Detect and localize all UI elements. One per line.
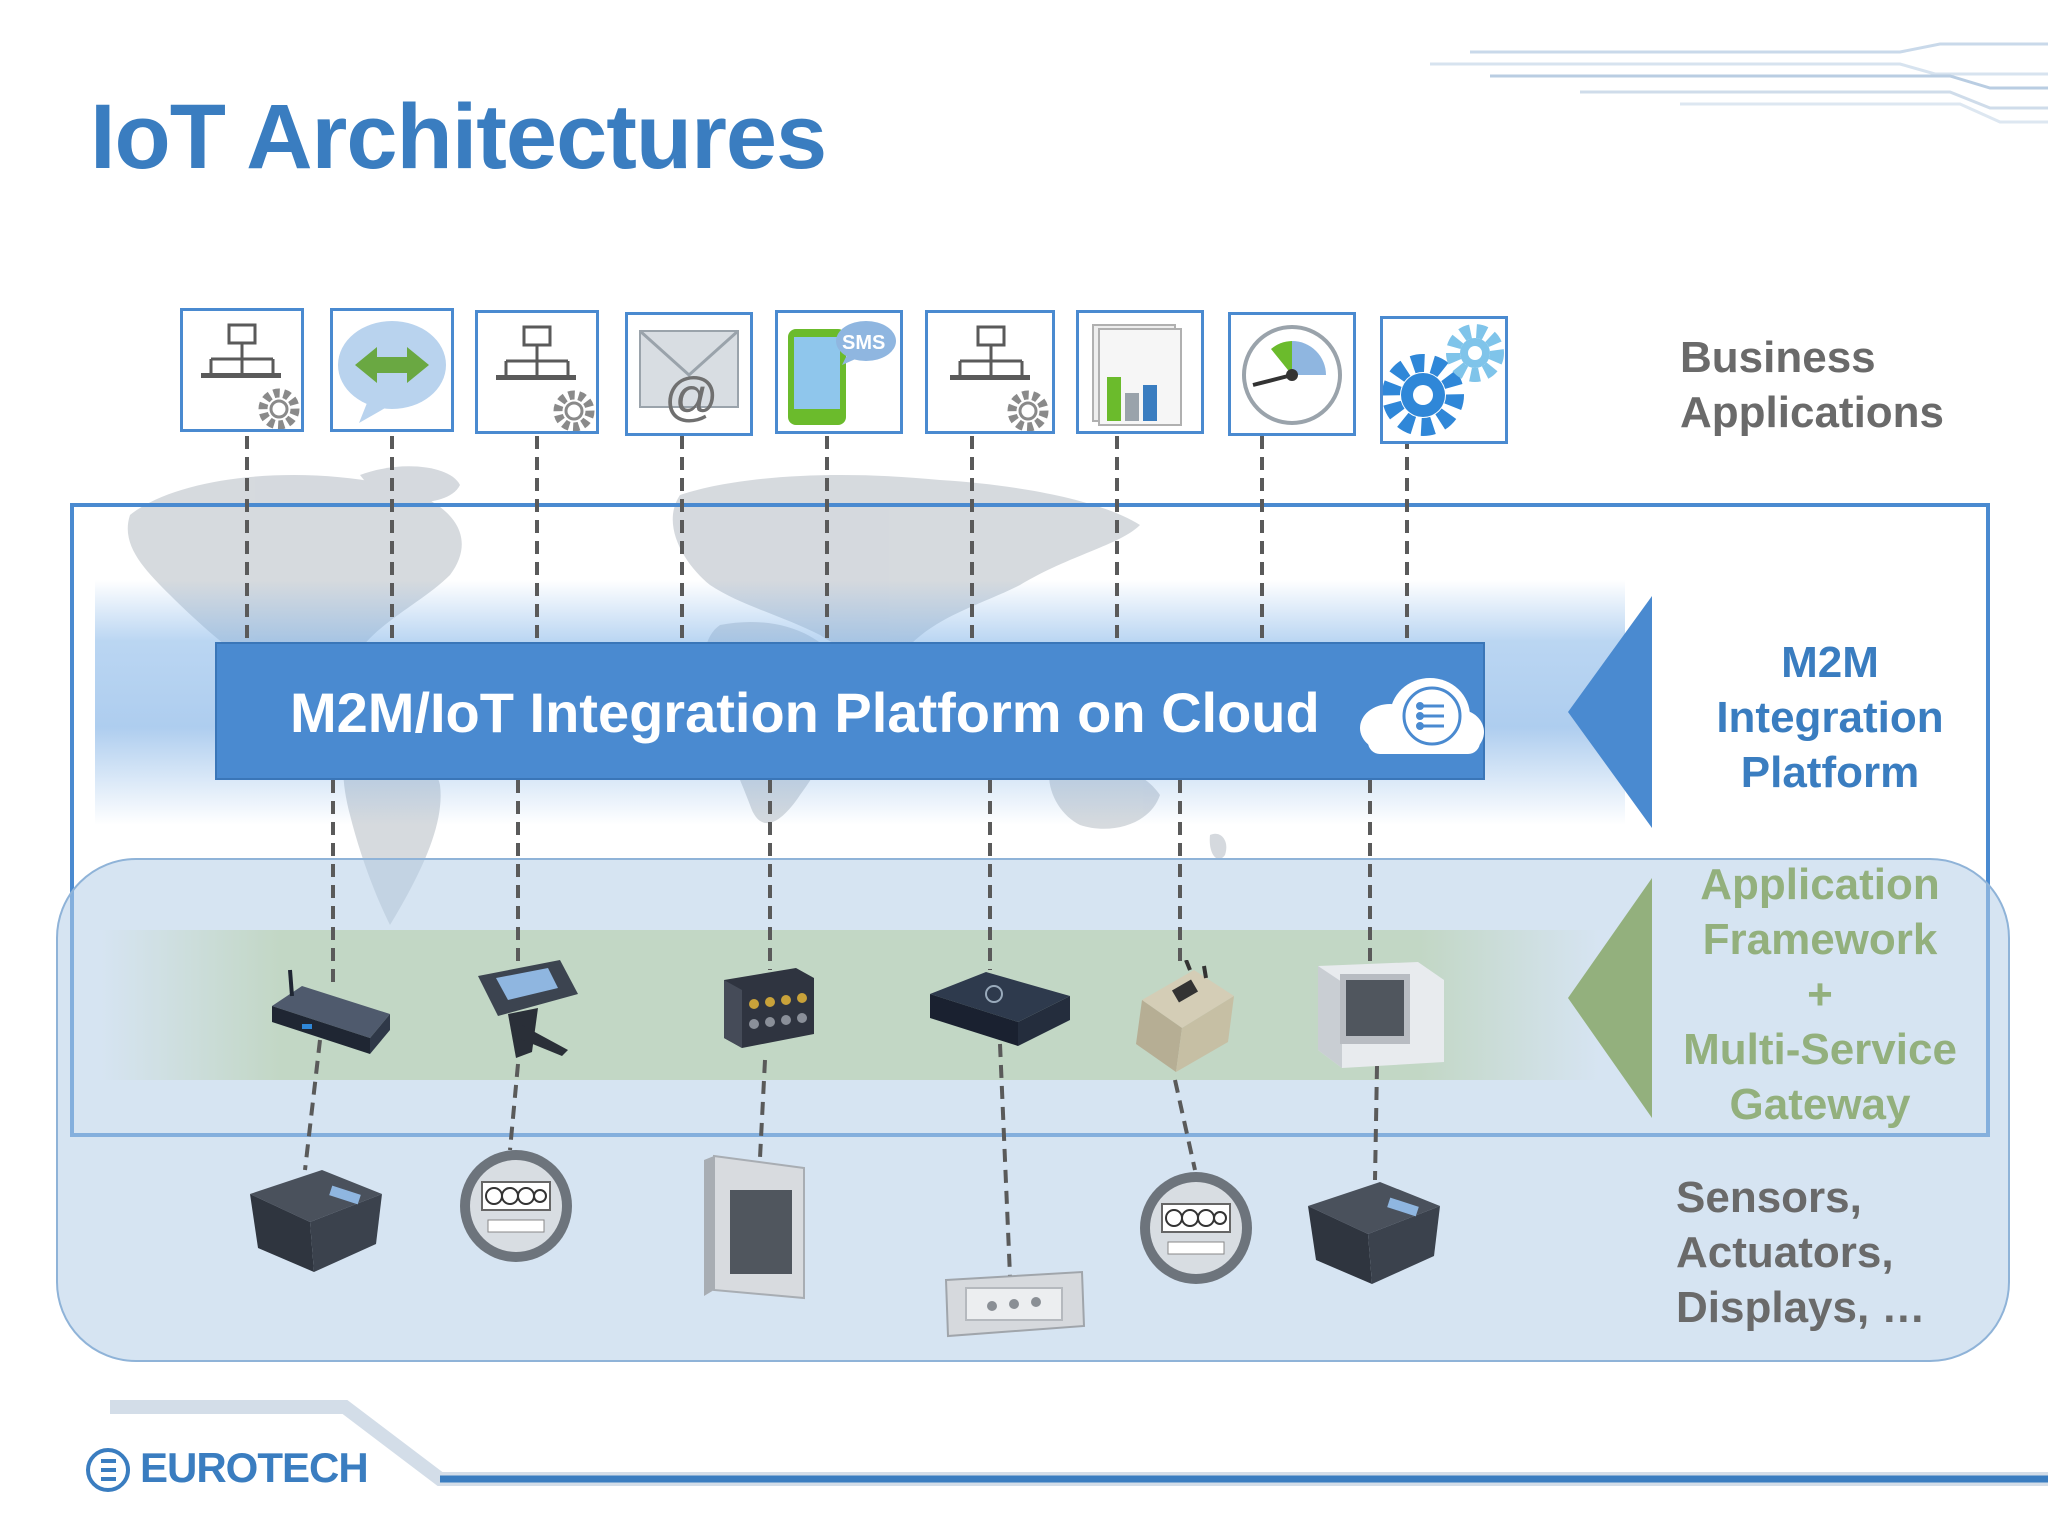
email-envelope-at-icon: @ <box>638 329 740 427</box>
gears-icon <box>1382 324 1504 436</box>
layer-label-m2m: M2M Integration Platform <box>1716 638 1944 797</box>
gauge-dashboard-icon <box>1242 325 1342 425</box>
bar-chart-report-icon <box>1092 324 1182 426</box>
app-dashboard <box>1228 312 1356 436</box>
m2m-layer-pointer <box>1568 596 1652 828</box>
display-panel-icon <box>704 1154 805 1300</box>
network-hierarchy-gear-icon <box>950 325 1049 432</box>
io-module-icon <box>1308 1182 1440 1284</box>
svg-text:SMS: SMS <box>842 332 885 354</box>
gateway-device-rugged-module <box>1136 960 1234 1072</box>
electric-meter-icon <box>1140 1172 1252 1284</box>
app-services <box>1380 316 1508 444</box>
cloud-platform-label: M2M/IoT Integration Platform on Cloud <box>290 681 1320 744</box>
rugged-module-icon <box>1136 960 1234 1072</box>
cloud-platform-bar <box>215 642 1485 780</box>
sensor-strip-icon <box>944 1270 1086 1338</box>
gateway-device-box <box>930 972 1070 1046</box>
app-sms: SMS <box>775 310 903 434</box>
electric-meter-icon <box>460 1150 572 1262</box>
footer-swoosh <box>110 1400 2048 1486</box>
layer-label-application-framework: Application Framework + Multi-Service Ga… <box>1683 860 1957 1129</box>
app-email: @ <box>625 312 753 436</box>
rugged-computer-icon <box>724 968 814 1048</box>
router-device-icon <box>272 969 390 1054</box>
framework-layer-pointer <box>1568 878 1652 1118</box>
app-network-admin-2 <box>475 310 599 434</box>
field-device-meter-2 <box>1140 1172 1252 1284</box>
gateway-device-touch-panel <box>1318 962 1444 1068</box>
network-hierarchy-gear-icon <box>496 325 595 432</box>
io-module-icon <box>250 1170 382 1272</box>
field-device-sensor-strip <box>944 1270 1086 1338</box>
handheld-terminal-icon <box>478 960 578 1058</box>
layer-label-sensors: Sensors, Actuators, Displays, … <box>1676 1173 1926 1332</box>
svg-text:@: @ <box>664 367 719 427</box>
app-messaging <box>330 308 454 432</box>
eurotech-logo-icon <box>86 1448 130 1492</box>
app-network-admin-1 <box>180 308 304 432</box>
gateway-device-rugged-computer <box>724 968 814 1048</box>
eurotech-logo-text: EUROTECH <box>140 1444 369 1491</box>
gateway-box-icon <box>930 972 1070 1046</box>
field-device-display-panel <box>704 1154 805 1300</box>
field-device-io-module-1 <box>250 1170 382 1272</box>
cloud-icon <box>1360 678 1484 754</box>
speech-bubble-arrows-icon <box>338 321 446 423</box>
field-device-io-module-2 <box>1308 1182 1440 1284</box>
gateway-device-router <box>272 969 390 1054</box>
app-reports <box>1076 310 1204 434</box>
mobile-phone-icon: SMS <box>788 321 896 425</box>
network-hierarchy-gear-icon <box>201 323 300 430</box>
touch-panel-icon <box>1318 962 1444 1068</box>
app-network-admin-3 <box>925 310 1055 434</box>
layer-label-business: Business Applications <box>1680 333 1945 437</box>
slide-title: IoT Architectures <box>90 86 827 188</box>
field-device-meter-1 <box>460 1150 572 1262</box>
gateway-device-handheld <box>478 960 578 1058</box>
header-swoosh-lines <box>1430 42 2048 124</box>
